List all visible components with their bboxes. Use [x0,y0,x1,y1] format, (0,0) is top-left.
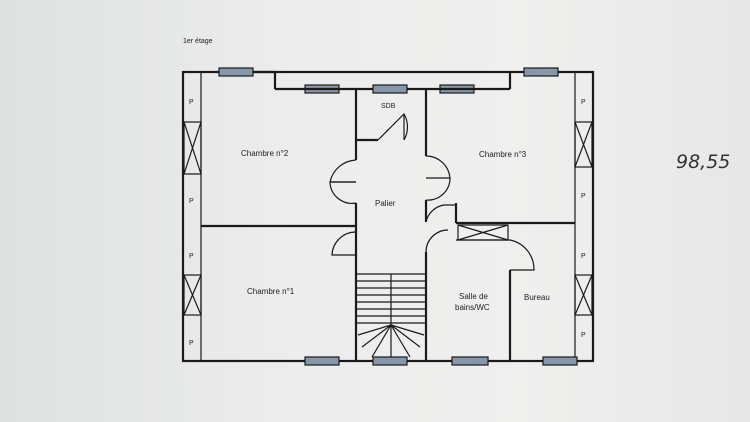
room-label-chambre-2: Chambre n°2 [241,149,289,158]
door-swings [329,113,535,271]
handwritten-note: 98,55 [676,151,730,173]
closet-mark: P [189,99,194,106]
left-wardrobe-strip [183,72,202,361]
window [372,356,408,366]
closet-mark: P [581,253,586,260]
window [372,84,408,94]
outer-wall [181,70,595,363]
closet-mark: P [189,340,194,347]
room-label-palier: Palier [375,199,396,208]
closet-mark: P [189,198,194,205]
room-label-chambre-3: Chambre n°3 [479,150,527,159]
staircase [356,273,426,360]
window [218,67,254,77]
windows [218,67,578,366]
closet-mark: P [189,253,194,260]
storage-unit [457,224,509,241]
closet-mark: P [581,332,586,339]
room-label-bureau: Bureau [524,293,550,302]
right-wardrobe-strip [574,72,593,361]
room-label-salle-de-bains-line1: Salle de [459,292,488,301]
room-label-chambre-1: Chambre n°1 [247,287,295,296]
closet-mark: P [581,99,586,106]
top-wall-offsets [253,70,512,91]
floor-label: 1er étage [183,38,213,45]
room-label-sdb: SDB [381,103,396,110]
window [451,356,489,366]
window [523,67,559,77]
closet-mark: P [581,193,586,200]
window [542,356,578,366]
room-label-salle-de-bains-line2: bains/WC [455,303,490,312]
window [304,356,340,366]
